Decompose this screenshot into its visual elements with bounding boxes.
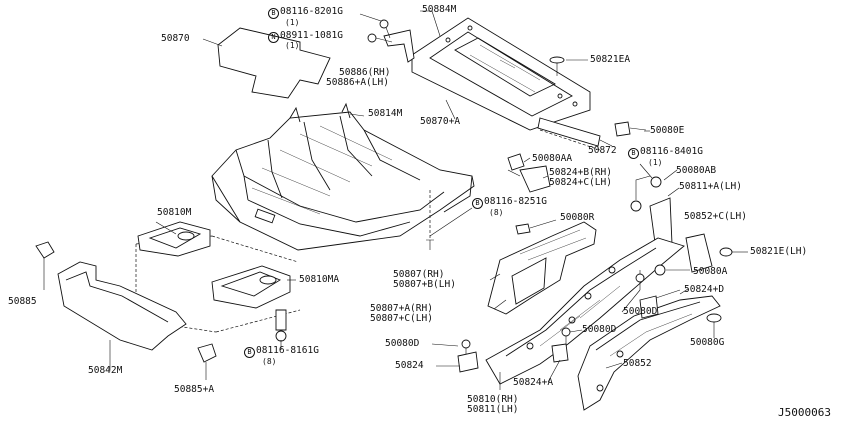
part-50080a-clip[interactable]: [654, 264, 690, 276]
label-50080d-1: 50080D: [623, 306, 658, 317]
part-50885-plate[interactable]: [35, 241, 55, 290]
label-50824b-rh: 50824+B(RH): [549, 167, 612, 178]
label-50872: 50872: [588, 145, 617, 156]
label-50080d-3: 50080D: [385, 338, 420, 349]
label-50824d: 50824+D: [684, 284, 725, 295]
label-50842m: 50842M: [88, 365, 123, 376]
bolt-symbol-icon: B: [628, 148, 639, 159]
label-50886a-lh: 50886+A(LH): [326, 77, 389, 88]
label-50852c-lh: 50852+C(LH): [684, 211, 747, 222]
bolt-08116-8401g[interactable]: [630, 163, 673, 251]
label-50080a: 50080A: [693, 266, 728, 277]
label-50080r: 50080R: [560, 212, 595, 223]
part-50886-bracket[interactable]: [359, 13, 415, 63]
part-50842m-cover[interactable]: [57, 261, 187, 370]
label-50807-rh: 50807(RH): [393, 269, 445, 280]
label-08116-8401g-qty: (1): [648, 158, 663, 167]
label-50807a-rh: 50807+A(RH): [370, 303, 433, 314]
part-50821ea-clip[interactable]: [549, 56, 565, 76]
label-50885: 50885: [8, 296, 37, 307]
part-50807-panel[interactable]: [487, 221, 597, 315]
label-50080ab: 50080AB: [676, 165, 717, 176]
label-50080e: 50080E: [650, 125, 685, 136]
label-08116-8201g-code: 08116-8201G: [280, 6, 343, 17]
part-50852c-plate[interactable]: [685, 233, 748, 273]
label-50870a: 50870+A: [420, 116, 461, 127]
part-50080r-clip[interactable]: [515, 219, 557, 235]
part-50870-mat[interactable]: [217, 27, 331, 99]
part-50080e-clip[interactable]: [614, 121, 647, 137]
label-50886-rh: 50886(RH): [339, 67, 391, 78]
label-50821e-lh: 50821E(LH): [750, 246, 808, 257]
label-50870: 50870: [161, 33, 190, 44]
label-50080d-2: 50080D: [582, 324, 617, 335]
label-50852: 50852: [623, 358, 652, 369]
label-50807c-lh: 50807+C(LH): [370, 313, 433, 324]
label-50080g: 50080G: [690, 337, 725, 348]
label-50811-lh: 50811(LH): [467, 404, 519, 415]
part-50885a-plate[interactable]: [197, 343, 217, 380]
label-50810-rh: 50810(RH): [467, 394, 519, 405]
label-08116-8251g-qty: (8): [489, 208, 504, 217]
label-50824: 50824: [395, 360, 424, 371]
label-50811a-lh: 50811+A(LH): [679, 181, 742, 192]
label-08911-1081g-code: 08911-1081G: [280, 30, 343, 41]
figure-id: J5000063: [778, 406, 831, 419]
label-50824a: 50824+A: [513, 377, 554, 388]
label-08116-8401g-code: 08116-8401G: [640, 146, 703, 157]
label-50824c-lh: 50824+C(LH): [549, 177, 612, 188]
label-08116-8201g-qty: (1): [285, 18, 300, 27]
nut-symbol-icon: N: [268, 32, 279, 43]
label-50814m: 50814M: [368, 108, 403, 119]
label-50807b-lh: 50807+B(LH): [393, 279, 456, 290]
part-50810m-crossmember[interactable]: [135, 221, 301, 333]
part-50824d-bracket[interactable]: [639, 289, 681, 319]
label-50080aa: 50080AA: [532, 153, 573, 164]
leader-lines: [155, 10, 689, 390]
part-50080g-clip[interactable]: [706, 313, 722, 338]
bolt-08116-8251g[interactable]: [429, 207, 473, 237]
label-50884m: 50884M: [422, 4, 457, 15]
label-50821ea: 50821EA: [590, 54, 631, 65]
bolt-symbol-icon: B: [268, 8, 279, 19]
bolt-08116-8161g[interactable]: [275, 309, 287, 350]
label-08116-8251g-code: 08116-8251G: [484, 196, 547, 207]
part-50884m-plate[interactable]: [411, 17, 601, 151]
label-50810ma: 50810MA: [299, 274, 340, 285]
label-08116-8161g-qty: (8): [262, 357, 277, 366]
part-50824b-bracket[interactable]: [507, 153, 551, 193]
part-50852-rail[interactable]: [577, 295, 721, 411]
bolt-symbol-icon: B: [244, 347, 255, 358]
label-50885a: 50885+A: [174, 384, 215, 395]
label-08911-1081g-qty: (1): [285, 41, 300, 50]
label-50810m: 50810M: [157, 207, 192, 218]
part-50814m-floor[interactable]: [211, 102, 475, 251]
label-08116-8161g-code: 08116-8161G: [256, 345, 319, 356]
bolt-symbol-icon: B: [472, 198, 483, 209]
